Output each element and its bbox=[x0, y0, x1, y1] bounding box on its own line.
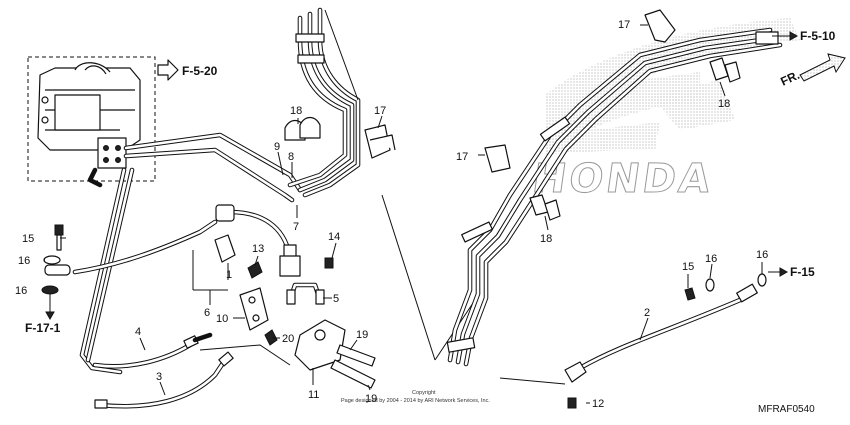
callout-9[interactable]: 9 bbox=[274, 141, 280, 153]
callout-7[interactable]: 7 bbox=[293, 221, 299, 233]
diagram-code: MFRAF0540 bbox=[758, 404, 815, 415]
callout-11[interactable]: 11 bbox=[308, 389, 319, 401]
copyright-line-1: Copyright bbox=[412, 390, 436, 396]
callout-leaders bbox=[44, 24, 763, 404]
callout-19b[interactable]: 19 bbox=[365, 393, 377, 405]
ref-f-5-20[interactable]: F-5-20 bbox=[157, 59, 218, 81]
callout-6[interactable]: 6 bbox=[204, 307, 210, 319]
callout-numbers: 1 2 3 4 5 6 7 8 9 10 11 12 13 14 15 15 1… bbox=[15, 19, 768, 410]
callout-1[interactable]: 1 bbox=[226, 269, 232, 281]
callout-17c[interactable]: 17 bbox=[456, 151, 468, 163]
right-pipe-bundle bbox=[446, 27, 783, 367]
callout-20[interactable]: 20 bbox=[282, 333, 294, 345]
front-direction-label: FR. bbox=[778, 68, 801, 89]
ref-f-5-10-label: F-5-10 bbox=[800, 29, 836, 43]
left-bolt-stack bbox=[41, 224, 71, 295]
callout-17a[interactable]: 17 bbox=[374, 105, 386, 117]
right-bolt-stack bbox=[567, 273, 767, 409]
honda-wing-watermark: HONDA bbox=[529, 18, 800, 202]
upper-pipe-bundle bbox=[287, 7, 361, 198]
front-direction-arrow: FR. bbox=[778, 53, 846, 89]
callout-18c[interactable]: 18 bbox=[540, 233, 552, 245]
callout-13[interactable]: 13 bbox=[252, 243, 264, 255]
callout-15b[interactable]: 15 bbox=[682, 261, 694, 273]
callout-16b[interactable]: 16 bbox=[15, 285, 27, 297]
pipes-3-4 bbox=[92, 332, 291, 409]
callout-14[interactable]: 14 bbox=[328, 231, 340, 243]
ref-f-5-20-label: F-5-20 bbox=[182, 64, 218, 78]
callout-18a[interactable]: 18 bbox=[290, 105, 302, 117]
callout-4[interactable]: 4 bbox=[135, 326, 141, 338]
callout-5[interactable]: 5 bbox=[333, 293, 339, 305]
callout-2[interactable]: 2 bbox=[644, 307, 650, 319]
callout-16a[interactable]: 16 bbox=[18, 255, 30, 267]
center-fittings bbox=[214, 234, 376, 389]
callout-15a[interactable]: 15 bbox=[22, 233, 34, 245]
abs-dashed-box bbox=[27, 56, 156, 182]
callout-3[interactable]: 3 bbox=[156, 371, 162, 383]
ref-f-15-label: F-15 bbox=[790, 265, 815, 279]
ref-f-17-1-label: F-17-1 bbox=[25, 321, 61, 335]
brake-hose-1 bbox=[72, 204, 301, 277]
callout-8[interactable]: 8 bbox=[288, 151, 294, 163]
reference-lines bbox=[381, 194, 566, 385]
ref-f-5-10[interactable]: F-5-10 bbox=[772, 29, 836, 43]
honda-watermark-text: HONDA bbox=[530, 156, 717, 202]
abs-modulator-assembly bbox=[27, 56, 156, 182]
callout-16c[interactable]: 16 bbox=[705, 253, 717, 265]
callout-19a[interactable]: 19 bbox=[356, 329, 368, 341]
callout-17b[interactable]: 17 bbox=[618, 19, 630, 31]
callout-16d[interactable]: 16 bbox=[756, 249, 768, 261]
brake-hose-2 bbox=[564, 283, 758, 383]
ref-f-15[interactable]: F-15 bbox=[768, 265, 815, 279]
clamps bbox=[284, 9, 741, 221]
callout-18b[interactable]: 18 bbox=[718, 98, 730, 110]
callout-12[interactable]: 12 bbox=[592, 398, 604, 410]
ref-f-17-1[interactable]: F-17-1 bbox=[25, 294, 61, 335]
copyright-line-2: Page designed by 2004 - 2014 by ARI Netw… bbox=[341, 398, 490, 404]
callout-10[interactable]: 10 bbox=[216, 313, 228, 325]
